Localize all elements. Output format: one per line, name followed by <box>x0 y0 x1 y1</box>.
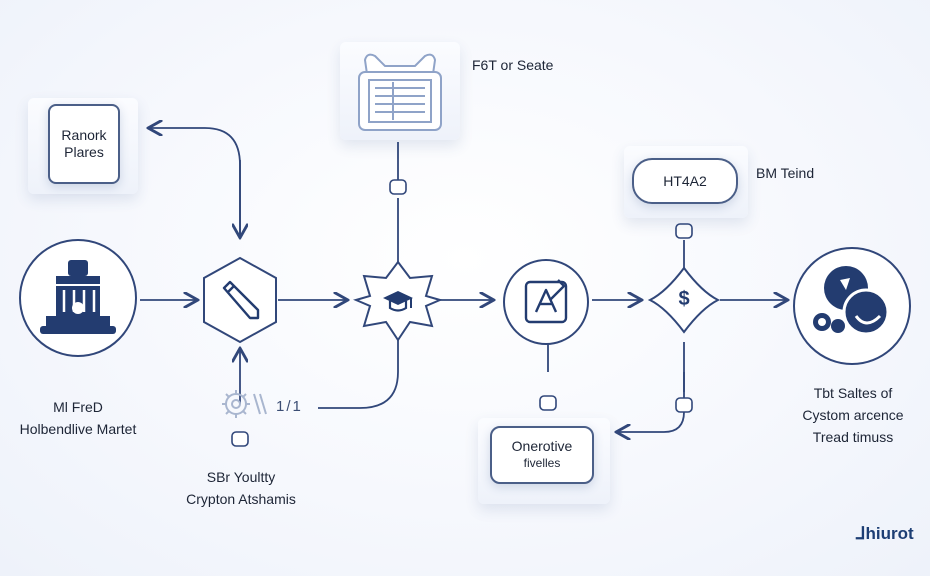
brand-mark-icon: ⅃ <box>856 524 866 543</box>
right-caption-line2: Cystom arcence <box>802 407 904 423</box>
left-box-line2: Plares <box>64 144 104 160</box>
right-caption-line3: Tread timuss <box>812 429 894 445</box>
left-caption-line1: Ml FreD <box>53 399 103 415</box>
dollar-icon: $ <box>678 288 690 310</box>
center-caption: SBr Youltty Crypton Atshamis <box>166 466 316 510</box>
top-center-label: F6T or Seate <box>472 57 554 73</box>
center-caption-line1: SBr Youltty <box>206 469 276 485</box>
pencil-icon <box>222 280 260 320</box>
tiny-mark: 1/1 <box>276 398 303 415</box>
brand-name: hiurot <box>865 524 914 543</box>
left-caption: Ml FreD Holbendlive Martet <box>0 396 156 440</box>
pen-document-icon <box>524 279 568 324</box>
center-caption-line2: Crypton Atshamis <box>186 491 296 507</box>
coins-gear-icon <box>813 266 890 336</box>
right-caption-line1: Tbt Saltes of <box>813 385 893 401</box>
top-right-label: BM Teind <box>756 165 815 181</box>
printer-icon <box>358 53 442 131</box>
cloud-box-label: HT4A2 <box>663 172 707 189</box>
bottom-box-line2: fivelles <box>523 456 561 470</box>
gears-icon <box>222 390 267 418</box>
left-box-line1: Ranork <box>61 127 107 143</box>
bottom-box-line1: Onerotive <box>511 438 573 454</box>
graduation-cap-icon <box>383 291 413 312</box>
bank-building-icon <box>40 260 116 334</box>
cloud-box: HT4A2 <box>632 158 738 204</box>
left-caption-line2: Holbendlive Martet <box>19 421 137 437</box>
bottom-box: Onerotive fivelles <box>490 426 594 484</box>
right-caption: Tbt Saltes of Cystom arcence Tread timus… <box>786 382 920 448</box>
brand-logo: ⅃hiurot <box>856 524 914 544</box>
left-box: Ranork Plares <box>48 104 120 184</box>
